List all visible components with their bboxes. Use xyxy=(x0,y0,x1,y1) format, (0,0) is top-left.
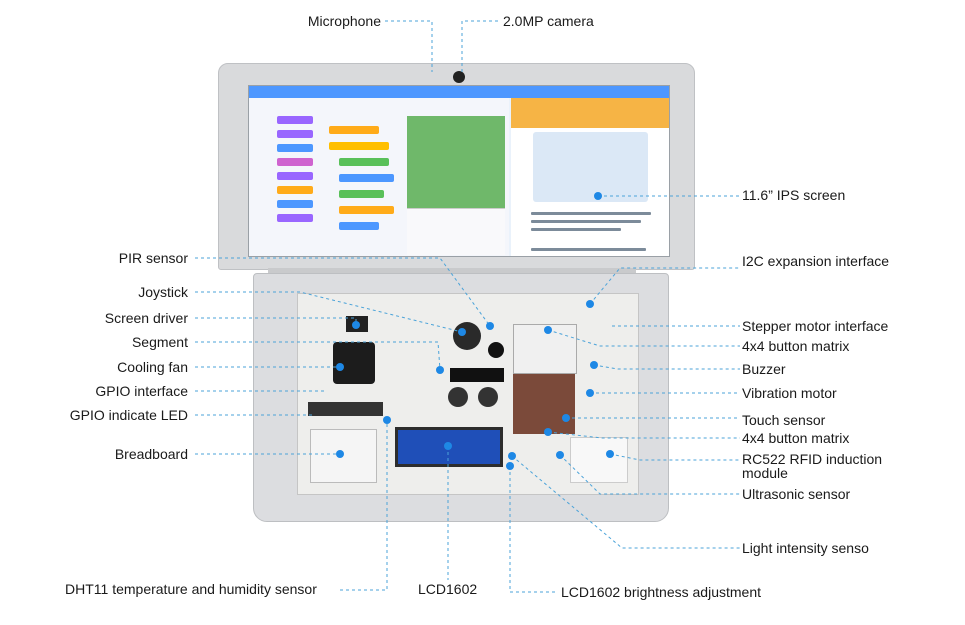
label-rfid-line2: module xyxy=(742,465,788,481)
label-microphone: Microphone xyxy=(307,13,381,29)
label-buzzer: Buzzer xyxy=(742,361,786,377)
scratch-menubar xyxy=(249,86,669,98)
label-gpio-interface: GPIO interface xyxy=(95,383,188,399)
lcd-brightness-dot xyxy=(506,462,514,470)
i2c-line xyxy=(589,267,740,305)
cooling-fan-dot xyxy=(336,363,344,371)
label-stepper: Stepper motor interface xyxy=(742,318,889,334)
button-matrix-2-line xyxy=(547,431,740,439)
ips-screen xyxy=(248,85,670,257)
dht11-line xyxy=(340,420,388,591)
label-button-matrix-1: 4x4 button matrix xyxy=(742,338,850,354)
label-i2c: I2C expansion interface xyxy=(742,253,890,269)
pir-dot xyxy=(486,322,494,330)
code-block xyxy=(277,186,313,194)
label-touch: Touch sensor xyxy=(742,412,826,428)
ultrasonic-eye-right xyxy=(478,387,498,407)
code-block xyxy=(339,158,389,166)
rfid-module xyxy=(570,437,628,483)
code-block xyxy=(277,172,313,180)
buzzer-line xyxy=(593,364,740,370)
segment-dot xyxy=(436,366,444,374)
ips-screen-dot xyxy=(594,192,602,200)
joystick-dot xyxy=(458,328,466,336)
label-lcd-brightness: LCD1602 brightness adjustment xyxy=(561,584,762,600)
button-matrix-1-line xyxy=(547,329,740,347)
label-lcd: LCD1602 xyxy=(418,581,478,597)
code-block xyxy=(277,214,313,222)
scratch-editor xyxy=(249,86,509,256)
button-matrix-2-dot xyxy=(544,428,552,436)
segment-display xyxy=(450,368,504,382)
light-dot xyxy=(508,452,516,460)
breadboard-dot xyxy=(336,450,344,458)
buzzer-dot xyxy=(590,361,598,369)
label-joystick: Joystick xyxy=(138,284,188,300)
code-block xyxy=(277,200,313,208)
scratch-stage xyxy=(407,116,505,208)
tutorial-panel xyxy=(511,98,669,256)
rfid-dot xyxy=(606,450,614,458)
code-block xyxy=(339,206,394,214)
lcd-brightness-line xyxy=(509,466,556,593)
joystick xyxy=(453,322,481,350)
laptop-hinge xyxy=(268,268,636,274)
label-button-matrix-2: 4x4 button matrix xyxy=(742,430,850,446)
vibration-dot xyxy=(586,389,594,397)
rfid-line xyxy=(609,453,740,461)
label-pir-sensor: PIR sensor xyxy=(118,250,188,266)
tutorial-text-line xyxy=(531,212,651,215)
sprite-pane xyxy=(407,208,505,255)
label-cooling-fan: Cooling fan xyxy=(117,359,188,375)
label-breadboard: Breadboard xyxy=(114,446,188,462)
label-ultrasonic: Ultrasonic sensor xyxy=(742,486,851,502)
tutorial-header xyxy=(511,98,669,128)
code-block xyxy=(339,222,379,230)
segment-line xyxy=(195,341,441,371)
breadboard xyxy=(310,429,377,483)
screen-driver-line xyxy=(195,317,357,325)
label-dht11: DHT11 temperature and humidity sensor xyxy=(65,581,317,597)
camera-lens-icon xyxy=(453,71,465,83)
label-light: Light intensity senso xyxy=(742,540,869,556)
code-block xyxy=(339,190,384,198)
label-screen-driver: Screen driver xyxy=(104,310,188,326)
tutorial-image xyxy=(533,132,648,202)
joystick-line xyxy=(195,291,463,333)
button-matrix-1-dot xyxy=(544,326,552,334)
code-block xyxy=(277,130,313,138)
tutorial-text-line xyxy=(531,228,621,231)
light-line xyxy=(511,455,740,549)
dht11-dot xyxy=(383,416,391,424)
code-block xyxy=(277,158,313,166)
label-gpio-led: GPIO indicate LED xyxy=(69,407,188,423)
code-block xyxy=(329,142,389,150)
tutorial-text-line xyxy=(531,248,646,251)
code-block xyxy=(339,174,394,182)
ultrasonic-line xyxy=(559,454,740,495)
screen-driver-dot xyxy=(352,321,360,329)
sensor-board xyxy=(297,293,639,495)
buzzer xyxy=(488,342,504,358)
label-ips-screen: 11.6” IPS screen xyxy=(742,187,846,203)
gpio-header xyxy=(308,402,383,416)
label-camera: 2.0MP camera xyxy=(503,13,594,29)
touch-sensor-pad xyxy=(513,374,575,434)
code-block xyxy=(329,126,379,134)
ultrasonic-eye-left xyxy=(448,387,468,407)
lcd-dot xyxy=(444,442,452,450)
pir-line xyxy=(195,257,491,327)
tutorial-text-line xyxy=(531,220,641,223)
i2c-dot xyxy=(586,300,594,308)
label-rfid-line1: RC522 RFID induction xyxy=(742,451,883,467)
touch-dot xyxy=(562,414,570,422)
code-block xyxy=(277,116,313,124)
code-block xyxy=(277,144,313,152)
label-vibration: Vibration motor xyxy=(742,385,837,401)
microphone-line xyxy=(385,20,433,72)
label-segment: Segment xyxy=(131,334,188,350)
ultrasonic-dot xyxy=(556,451,564,459)
